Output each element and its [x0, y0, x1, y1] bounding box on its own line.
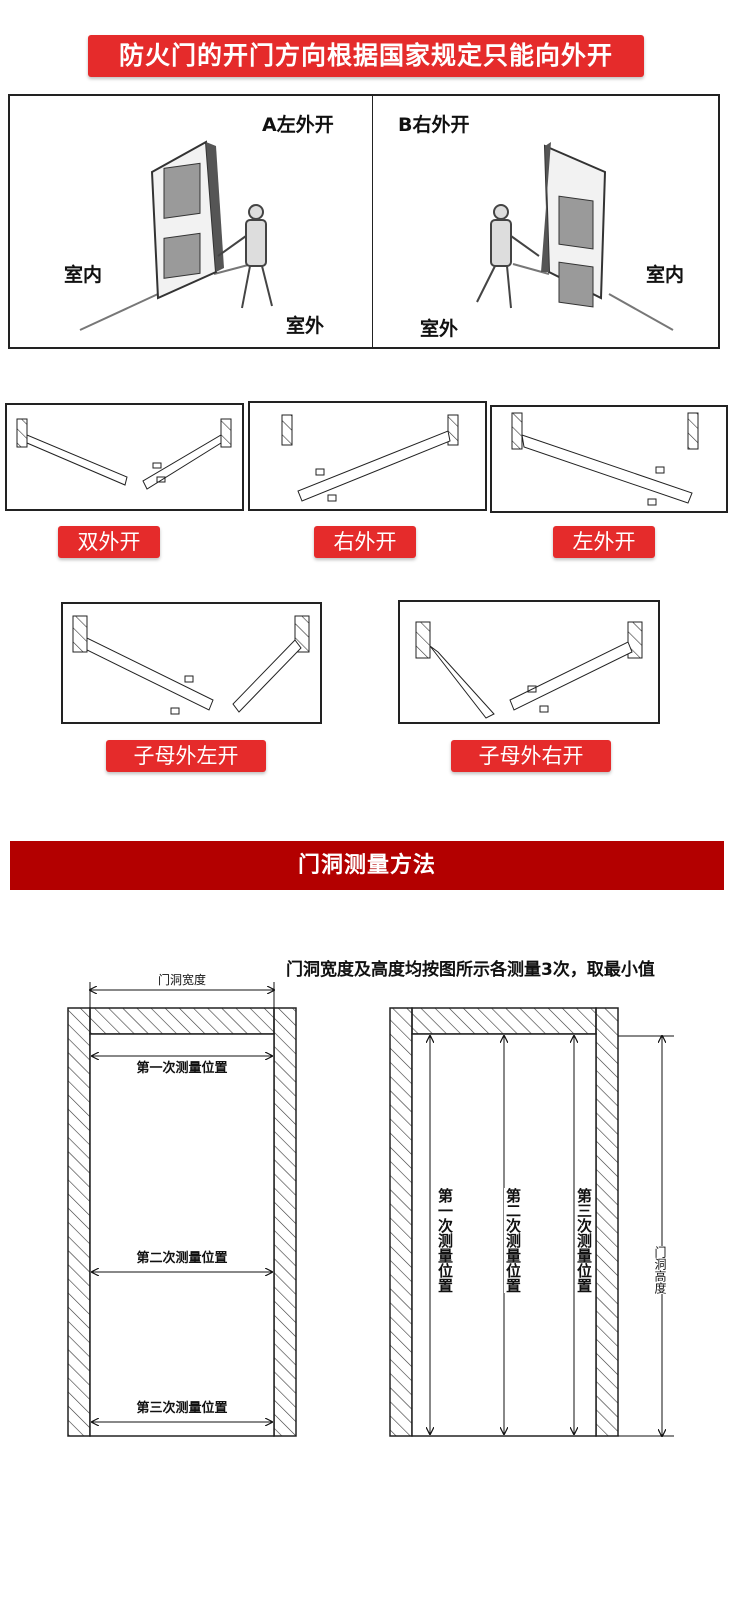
- measurement-section-title: 门洞测量方法: [10, 841, 724, 890]
- first-width-position: 第一次测量位置: [136, 1060, 227, 1076]
- panel-b-door-illustration: [476, 142, 674, 331]
- double-swing-diagram: [5, 403, 244, 511]
- right-swing-label: 右外开: [314, 526, 416, 558]
- width-measurement-diagram: 门洞宽度 第一次测量位置 第二次测量位置 第三次测量位置: [67, 972, 297, 1437]
- right-swing-diagram: [248, 401, 487, 511]
- panel-a-door-illustration: [79, 140, 273, 331]
- left-swing-label: 左外开: [553, 526, 655, 558]
- second-height-position: 第二次测量位置: [504, 1188, 522, 1293]
- panel-a-outside-label: 室外: [286, 315, 325, 337]
- height-label: 门洞高度: [652, 1246, 669, 1294]
- panel-a-person: [217, 204, 273, 309]
- mother-right-swing-diagram: [398, 600, 660, 724]
- width-label: 门洞宽度: [158, 972, 206, 987]
- first-height-position: 第一次测量位置: [436, 1188, 454, 1293]
- panel-b-outside-label: 室外: [420, 318, 459, 340]
- height-measurement-diagram: [389, 1007, 674, 1445]
- panel-a-title: A左外开: [262, 114, 334, 136]
- top-banner: 防火门的开门方向根据国家规定只能向外开: [88, 35, 644, 77]
- left-swing-diagram: [490, 405, 728, 513]
- panel-b-inside-label: 室内: [646, 264, 685, 286]
- mother-left-swing-diagram: [61, 602, 322, 724]
- third-height-position: 第三次测量位置: [575, 1188, 593, 1293]
- mother-right-swing-label: 子母外右开: [451, 740, 611, 772]
- measurement-note: 门洞宽度及高度均按图所示各测量3次，取最小值: [286, 960, 655, 980]
- panel-a-inside-label: 室内: [64, 264, 103, 286]
- third-width-position: 第三次测量位置: [136, 1400, 227, 1416]
- double-swing-label: 双外开: [58, 526, 160, 558]
- door-panels-frame: A左外开 室内 室外 B右外开 室内 室外: [8, 94, 720, 349]
- panel-divider: [372, 96, 373, 347]
- second-width-position: 第二次测量位置: [136, 1250, 227, 1266]
- panel-b-person: [476, 204, 540, 309]
- mother-left-swing-label: 子母外左开: [106, 740, 266, 772]
- panel-b-title: B右外开: [398, 114, 470, 136]
